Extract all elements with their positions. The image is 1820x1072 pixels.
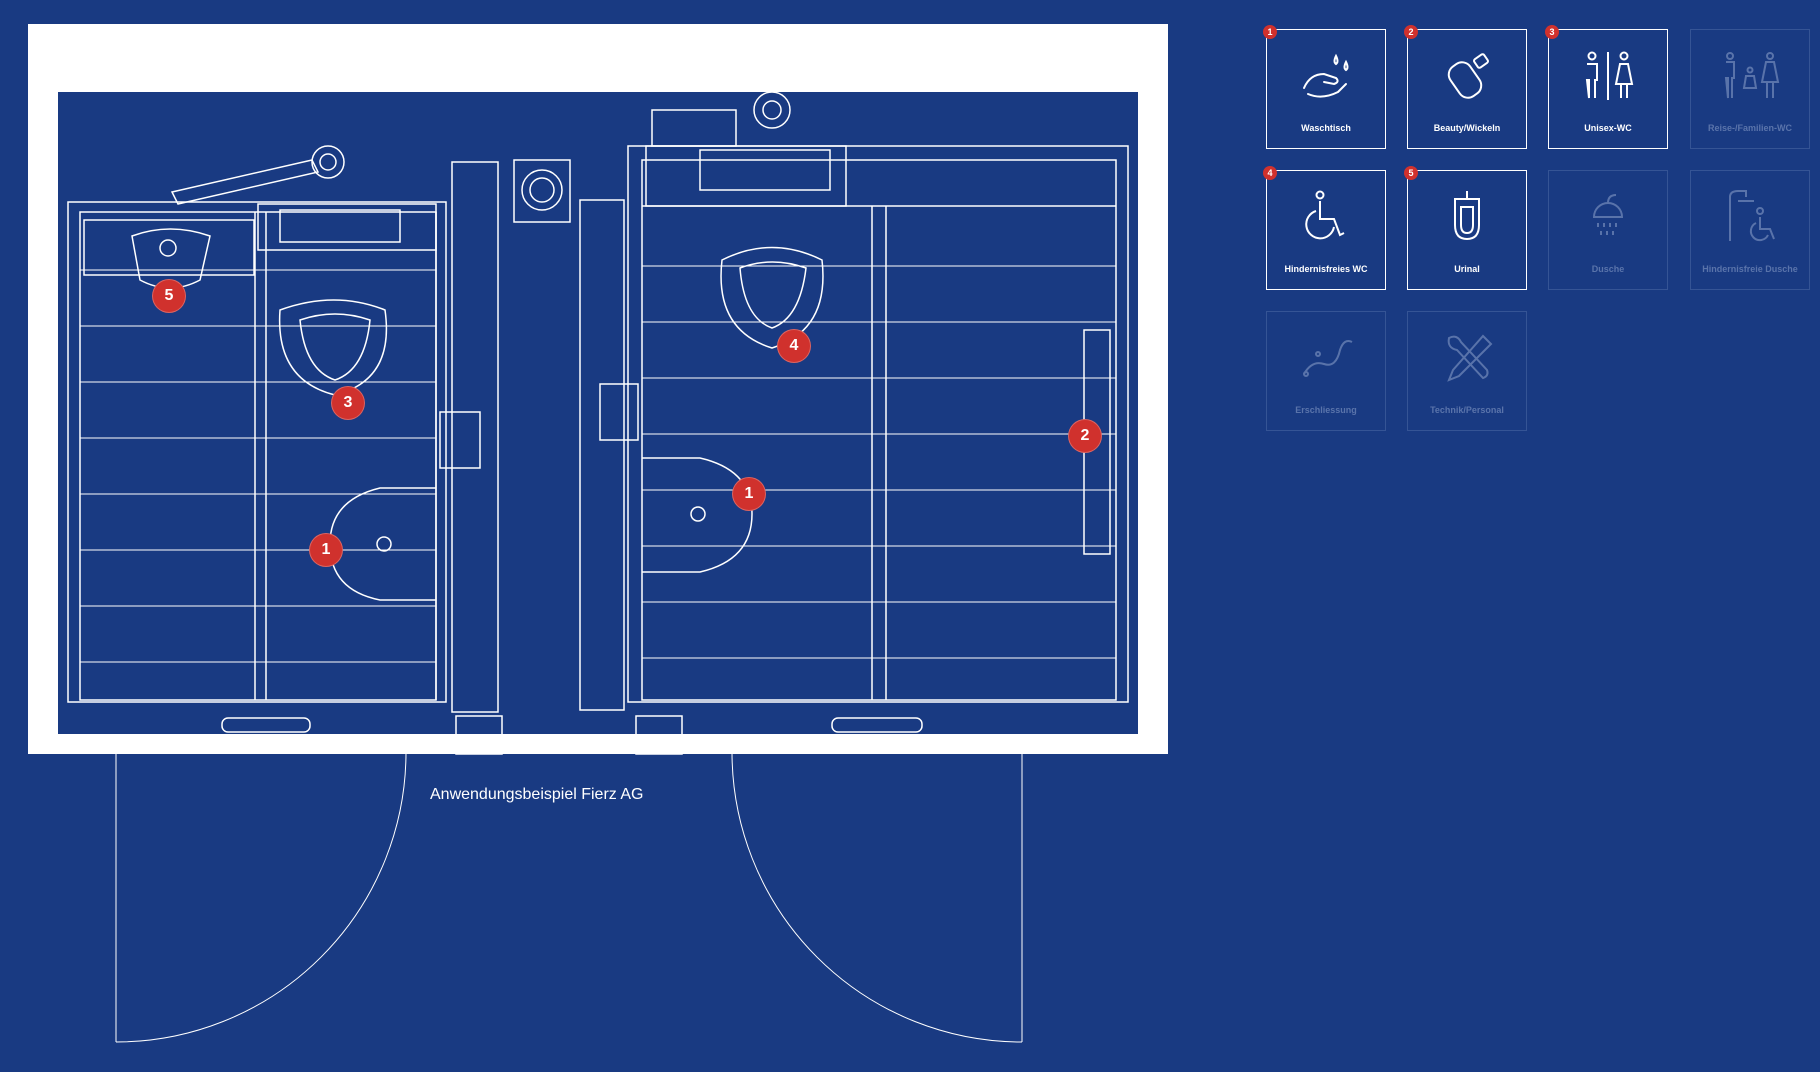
legend-reise-familien-wc: Reise-/Familien-WC	[1690, 29, 1810, 149]
legend-dusche: Dusche	[1548, 170, 1668, 290]
legend-badge: 5	[1404, 166, 1418, 180]
plan-marker[interactable]: 1	[732, 477, 766, 511]
legend-badge: 2	[1404, 25, 1418, 39]
plan-marker[interactable]: 2	[1068, 419, 1102, 453]
legend-label: Waschtisch	[1301, 123, 1351, 133]
legend-unisex-wc[interactable]: 3 Unisex-WC	[1545, 25, 1668, 149]
urinal-icon	[1454, 191, 1480, 241]
sink-right	[642, 457, 753, 573]
legend-badge: 4	[1263, 166, 1277, 180]
legend-hindernisfreie-dusche: Hindernisfreie Dusche	[1690, 170, 1810, 290]
plan-marker[interactable]: 5	[152, 279, 186, 313]
legend-waschtisch[interactable]: 1 Waschtisch	[1263, 25, 1386, 149]
plan-marker[interactable]: 4	[777, 329, 811, 363]
legend-label: Unisex-WC	[1584, 123, 1632, 133]
legend-beauty-wickeln[interactable]: 2 Beauty/Wickeln	[1404, 25, 1527, 149]
legend-hindernisfreies-wc[interactable]: 4 Hindernisfreies WC	[1263, 166, 1386, 290]
accessible-shower-icon	[1729, 190, 1775, 242]
unisex-wc-icon	[1585, 51, 1634, 100]
right-module-outline	[627, 145, 1129, 703]
family-wc-icon	[1724, 52, 1780, 99]
wheelchair-icon	[1305, 190, 1345, 240]
legend-technik-personal: Technik/Personal	[1407, 311, 1527, 431]
legend-erschliessung: Erschliessung	[1266, 311, 1386, 431]
plan-marker[interactable]: 3	[331, 386, 365, 420]
plan-marker[interactable]: 1	[309, 533, 343, 567]
legend-label: Hindernisfreie Dusche	[1702, 264, 1798, 274]
door-swing-right	[731, 751, 1023, 1043]
plan-canvas	[58, 92, 1138, 734]
plan-caption: Anwendungsbeispiel Fierz AG	[430, 786, 644, 803]
legend-urinal[interactable]: 5 Urinal	[1404, 166, 1527, 290]
wc-left	[278, 299, 388, 396]
legend-label: Dusche	[1591, 264, 1625, 274]
legend-badge: 1	[1263, 25, 1277, 39]
door-swing-left	[115, 751, 407, 1043]
legend-label: Reise-/Familien-WC	[1707, 123, 1792, 133]
legend-badge: 3	[1545, 25, 1559, 39]
legend-label: Technik/Personal	[1430, 405, 1504, 415]
tools-icon	[1447, 334, 1493, 382]
legend-label: Erschliessung	[1295, 405, 1357, 415]
legend-label: Urinal	[1454, 264, 1480, 274]
legend-label: Beauty/Wickeln	[1433, 123, 1501, 133]
legend-label: Hindernisfreies WC	[1284, 264, 1368, 274]
shower-icon	[1592, 194, 1624, 235]
wc-right	[720, 246, 824, 349]
path-icon	[1303, 340, 1353, 377]
hand-washing-icon	[1303, 53, 1349, 98]
lotion-bottle-icon	[1447, 53, 1489, 99]
left-module-outline	[67, 201, 447, 703]
